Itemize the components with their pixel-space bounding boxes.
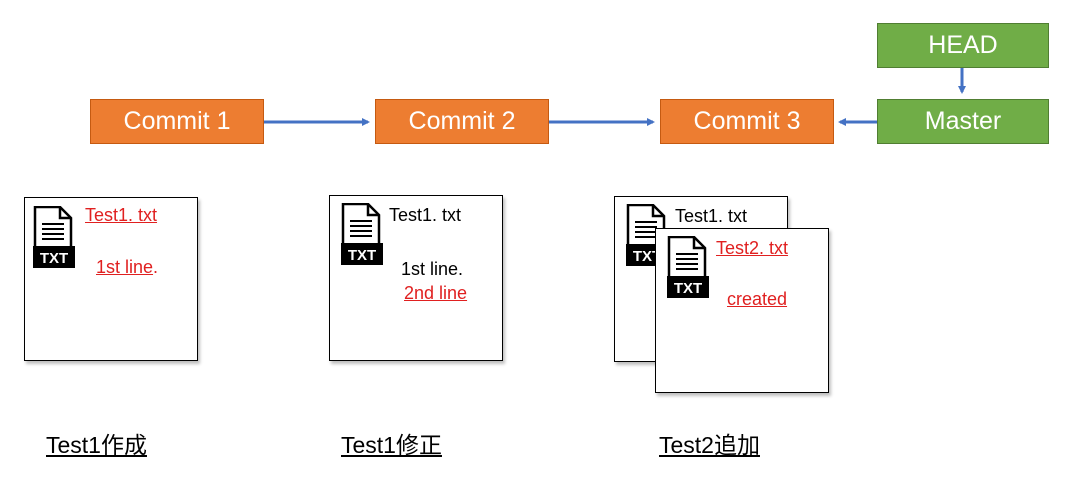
caption-commit-3: Test2追加 — [659, 432, 760, 458]
head-ref-node: HEAD — [877, 23, 1049, 68]
caption-commit-2: Test1修正 — [341, 432, 442, 458]
commit-3-back-filename: Test1. txt — [675, 206, 748, 226]
txt-file-icon: TXT — [33, 206, 77, 270]
commit-1-line-group: 1st line. — [96, 256, 158, 278]
txt-icon-label: TXT — [674, 280, 702, 297]
txt-file-icon: TXT — [341, 203, 385, 267]
txt-icon-label: TXT — [40, 250, 68, 267]
master-ref-node: Master — [877, 99, 1049, 144]
commit-2-file-card: TXT Test1. txt 1st line. 2nd line — [329, 195, 503, 361]
head-ref-label: HEAD — [928, 31, 998, 59]
caption-commit-1: Test1作成 — [46, 432, 147, 458]
commit-1-node: Commit 1 — [90, 99, 264, 144]
txt-icon-label: TXT — [633, 248, 661, 265]
commit-1-filename: Test1. txt — [85, 205, 158, 225]
commit-1-line1: 1st line — [96, 257, 154, 277]
commit-2-label: Commit 2 — [408, 107, 516, 135]
commit-1-line1-suffix: . — [153, 257, 159, 277]
commit-2-filename: Test1. txt — [389, 205, 462, 225]
txt-file-icon: TXT — [626, 204, 670, 268]
commit-3-label: Commit 3 — [693, 107, 801, 135]
commit-3-front-status: created — [727, 289, 788, 309]
commit-3-front-file-card: TXT Test2. txt created — [655, 228, 829, 393]
master-ref-label: Master — [924, 107, 1002, 135]
commit-1-file-card: TXT Test1. txt 1st line. — [24, 197, 198, 361]
commit-3-node: Commit 3 — [660, 99, 834, 144]
commit-2-node: Commit 2 — [375, 99, 549, 144]
commit-3-front-filename: Test2. txt — [716, 238, 789, 258]
txt-icon-label: TXT — [348, 247, 376, 264]
commit-2-line1: 1st line. — [401, 259, 464, 279]
txt-file-icon: TXT — [667, 236, 711, 300]
commit-2-line2: 2nd line — [404, 283, 468, 303]
commit-1-label: Commit 1 — [123, 107, 231, 135]
